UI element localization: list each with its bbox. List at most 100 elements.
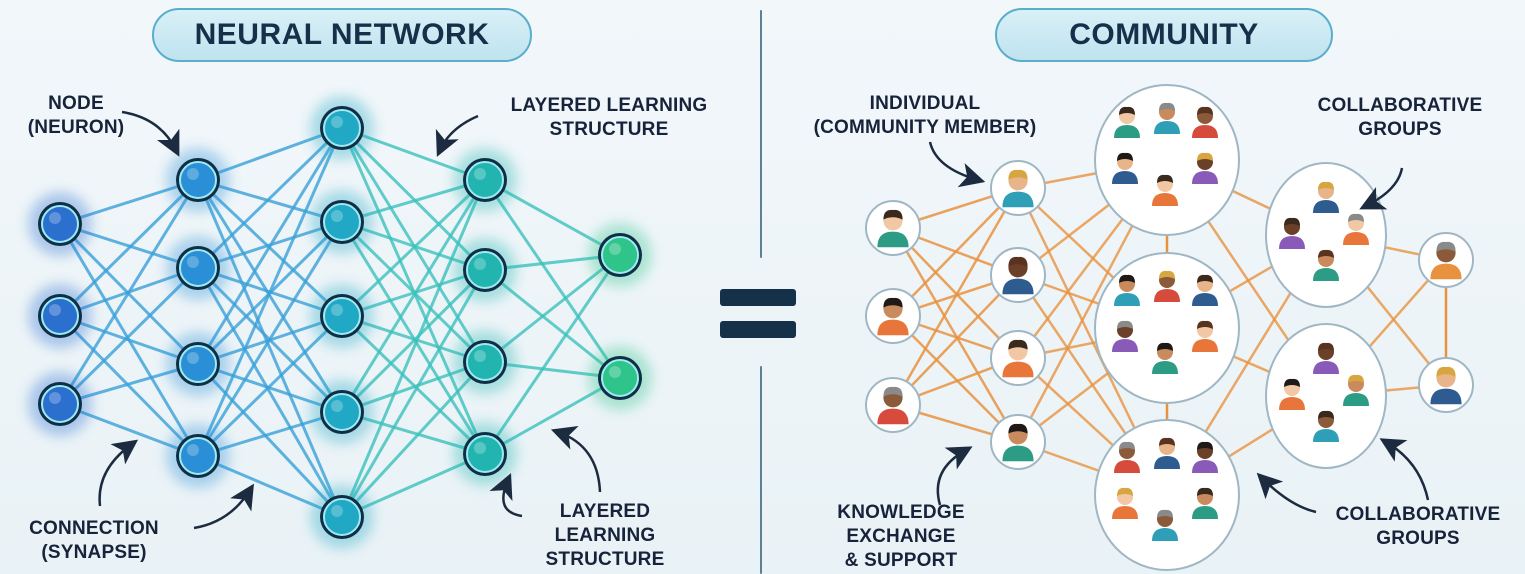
person-icon: [1114, 106, 1140, 138]
annotation-arrow: [489, 473, 523, 518]
synapse-line: [196, 179, 344, 413]
person-icon: [1279, 217, 1305, 249]
individual-member: [865, 377, 921, 433]
synapse-line: [196, 127, 344, 365]
person-icon: [1192, 274, 1218, 306]
neuron-node: [588, 346, 652, 410]
neuron-node: [28, 192, 92, 256]
neuron-node: [28, 284, 92, 348]
person-icon: [1152, 509, 1178, 541]
synapse-line: [196, 126, 344, 270]
person-icon: [877, 209, 909, 248]
person-icon: [1114, 274, 1140, 306]
synapse-line: [58, 314, 200, 458]
person-icon: [1279, 378, 1305, 410]
annotation-arrow: [98, 439, 139, 507]
collaborative-groups-label-bottom: COLLABORATIVE GROUPS: [1335, 504, 1501, 549]
person-icon: [1114, 441, 1140, 473]
synapse-line: [340, 178, 487, 318]
synapse-line: [196, 267, 344, 518]
layered-learning-structure-label-top: LAYERED LEARNING STRUCTURE: [510, 95, 708, 140]
synapse-line: [196, 221, 344, 457]
layered-learning-structure-label-bottom: LAYERED LEARNING STRUCTURE: [545, 501, 665, 570]
neuron-node: [166, 148, 230, 212]
individual-member: [990, 247, 1046, 303]
individual-member: [990, 330, 1046, 386]
annotation-arrow: [1359, 167, 1404, 210]
synapse-line: [340, 314, 487, 456]
synapse-line: [58, 266, 200, 406]
synapse-line: [483, 254, 622, 455]
synapse-line: [340, 179, 487, 413]
annotation-arrow: [550, 425, 602, 493]
neuron-node: [453, 422, 517, 486]
connection-line: [891, 227, 1020, 443]
neuron-node: [166, 236, 230, 300]
person-icon: [1313, 410, 1339, 442]
synapse-line: [58, 179, 200, 405]
individual-member: [990, 414, 1046, 470]
person-icon: [1152, 342, 1178, 374]
person-icon: [1313, 342, 1339, 374]
synapse-line: [196, 127, 344, 457]
connection-line: [892, 315, 1019, 443]
neuron-node: [588, 223, 652, 287]
connection-line: [892, 227, 1019, 359]
person-icon: [1313, 249, 1339, 281]
equals-sign-bottom-bar: [720, 321, 796, 338]
synapse-line: [58, 178, 200, 318]
annotation-arrow: [1256, 472, 1317, 514]
person-icon: [1192, 152, 1218, 184]
connection-line: [891, 187, 1020, 406]
node-neuron-label: NODE (NEURON): [27, 93, 125, 138]
neural-nodes: [28, 96, 652, 549]
neuron-node: [166, 332, 230, 396]
person-icon: [1002, 423, 1034, 462]
person-icon: [1430, 366, 1462, 405]
neuron-node: [310, 96, 374, 160]
individual-member: [1418, 232, 1474, 288]
person-icon: [1192, 320, 1218, 352]
person-icon: [1343, 213, 1369, 245]
synapse-line: [483, 179, 622, 379]
annotation-arrows: [98, 110, 1430, 530]
person-icon: [1112, 320, 1138, 352]
person-icon: [877, 297, 909, 336]
person-icon: [1002, 169, 1034, 208]
community-individuals: [865, 160, 1474, 470]
person-icon: [1192, 441, 1218, 473]
neuron-node: [310, 485, 374, 549]
person-icon: [1192, 487, 1218, 519]
person-icon: [1430, 241, 1462, 280]
person-icon: [1152, 174, 1178, 206]
individual-community-member-label: INDIVIDUAL (COMMUNITY MEMBER): [813, 93, 1037, 138]
collaborative-group: [1094, 252, 1240, 404]
equals-sign-top-bar: [720, 289, 796, 306]
annotation-arrow: [928, 141, 986, 188]
synapse-line: [340, 269, 487, 518]
community-title: COMMUNITY: [995, 8, 1333, 62]
neuron-node: [166, 424, 230, 488]
community-groups: [1094, 84, 1387, 571]
collaborative-groups-label-top: COLLABORATIVE GROUPS: [1317, 95, 1483, 140]
individual-member: [1418, 357, 1474, 413]
center-divider-bottom: [760, 366, 762, 574]
synapse-line: [340, 268, 487, 414]
collaborative-group: [1265, 323, 1387, 469]
person-icon: [1313, 181, 1339, 213]
person-icon: [1002, 256, 1034, 295]
person-icon: [1112, 487, 1138, 519]
person-icon: [1154, 437, 1180, 469]
synapse-line: [340, 179, 487, 518]
person-icon: [1002, 339, 1034, 378]
synapse-line: [196, 179, 344, 518]
individual-member: [990, 160, 1046, 216]
collaborative-group: [1265, 162, 1387, 308]
annotation-arrow: [435, 114, 479, 157]
annotation-arrow: [193, 483, 254, 530]
neural-network-title: NEURAL NETWORK: [152, 8, 532, 62]
neuron-node: [453, 148, 517, 212]
annotation-arrow: [1379, 438, 1430, 501]
annotation-arrow: [936, 446, 973, 506]
